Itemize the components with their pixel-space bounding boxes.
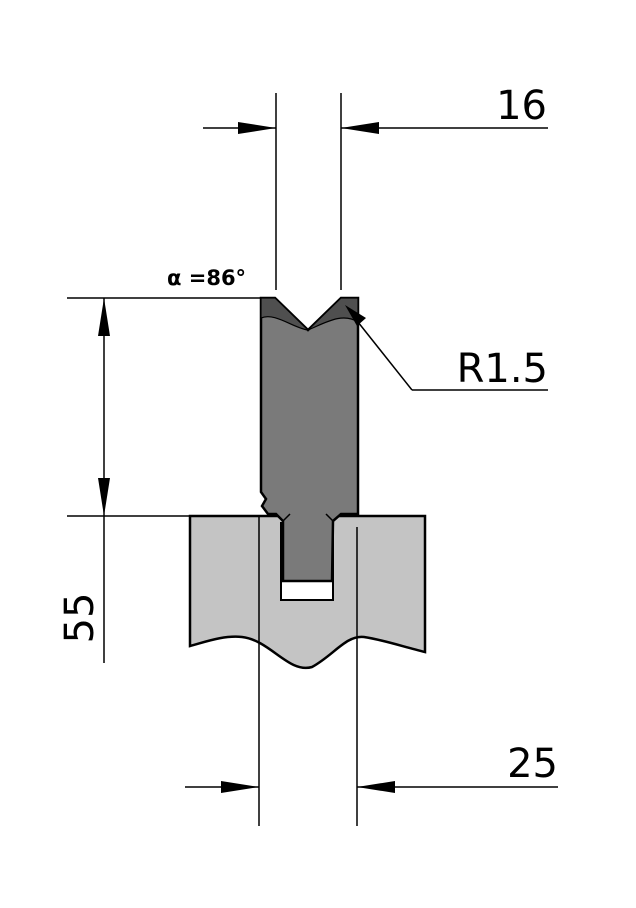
arrow-16-right — [341, 122, 379, 134]
dimension-arrows — [98, 122, 395, 793]
arrow-25-left — [221, 781, 259, 793]
arrow-55-top — [98, 298, 110, 336]
arrow-25-right — [357, 781, 395, 793]
shoulder-notch-left — [275, 513, 291, 523]
arrow-55-bottom — [98, 478, 110, 516]
radius-label: R1.5 — [457, 346, 548, 392]
shoulder-notch-right — [325, 513, 342, 523]
dim-height-label: 55 — [57, 593, 103, 644]
die-tip-shading — [260, 297, 359, 331]
arrow-16-left — [238, 122, 276, 134]
dim-top-width-label: 16 — [496, 83, 547, 129]
dim-bottom-width-label: 25 — [507, 741, 558, 787]
angle-label: α =86° — [167, 266, 246, 290]
arrow-radius — [345, 305, 366, 326]
